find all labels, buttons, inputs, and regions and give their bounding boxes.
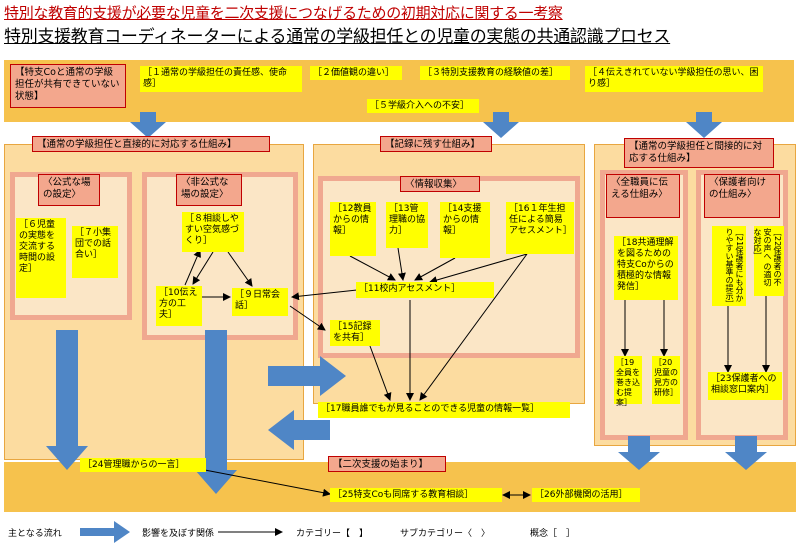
concept-22: ［22保護者の不安の声へ の適切な対応］: [753, 226, 784, 296]
legend-main-flow: 主となる流れ: [8, 529, 62, 539]
legend-category: カテゴリー【 】: [296, 529, 369, 539]
concept-23: ［23保護者への相談窓口案内］: [708, 372, 782, 400]
category-records: 【記録に残す仕組み】: [380, 136, 492, 152]
influence-13-to-11: [397, 247, 406, 281]
concept-13: ［13管理職の協力］: [386, 202, 428, 248]
concept-20: ［20児童の見方の研修］: [652, 356, 680, 404]
concept-19: ［19全員を巻き込む提案］: [614, 356, 642, 407]
legend-concept: 概念［ ］: [530, 529, 576, 539]
subcategory-all-staff: 〈全職員に伝える仕組み〉: [606, 174, 680, 218]
category-secondary-support: 【二次支援の始まり】: [328, 456, 446, 472]
flow-arrow-left-down-2: [195, 330, 237, 494]
concept-14: ［14支援からの情報］: [440, 202, 490, 258]
category-direct: 【通常の学級担任と直接的に対応する仕組み】: [32, 136, 270, 152]
main-flow-arrows: [46, 112, 767, 494]
concept-17: ［17職員誰でもが見ることのできる児童の情報一覧］: [318, 402, 570, 418]
concept-3: ［３特別支援教育の経験値の差］: [420, 66, 570, 80]
concept-21: ［21保護者にも分かりやすい基準の提示］: [712, 226, 746, 308]
influence-16-to-17: [419, 253, 528, 401]
concept-12: ［12教員からの情報］: [330, 202, 376, 256]
flow-arrow-top-left: [130, 112, 166, 138]
influence-15-to-17: [369, 345, 392, 401]
concept-1: ［１通常の学級担任の責任感、使命感］: [140, 66, 302, 92]
concept-24: ［24管理職からの一言］: [80, 458, 206, 472]
concept-10: ［10伝え方の工夫］: [156, 286, 202, 326]
flow-arrow-right-down-1: [618, 436, 660, 470]
legend-influence: 影響を及ぼす関係: [142, 529, 215, 539]
influence-9-to-15: [289, 305, 326, 331]
legend-graphics: [80, 521, 283, 543]
subcategory-info-collection: 〈情報収集〉: [400, 176, 480, 192]
concept-2: ［２価値観の違い］: [310, 66, 402, 80]
category-indirect: 【通常の学級担任と間接的に対応する仕組み】: [624, 138, 774, 168]
concept-16: ［16１年生担任による簡易アセスメント］: [506, 202, 574, 254]
influence-12-to-11: [349, 255, 396, 281]
subcategory-informal: 〈非公式な場の設定〉: [176, 174, 242, 206]
title-line-2: 特別支援教育コーディネーターによる通常の学級担任との児童の実態の共通認識プロセス: [4, 27, 671, 47]
influence-16-to-11: [429, 253, 528, 284]
concept-4: ［４伝えきれていない学級担任の思い、困り感］: [585, 66, 763, 92]
flow-arrow-right-down-2: [725, 436, 767, 470]
subcategory-formal: 〈公式な場の設定〉: [38, 174, 100, 206]
flow-arrow-top-right: [686, 112, 722, 138]
influence-14-to-11: [414, 257, 456, 281]
influence-11-to-9: [291, 289, 358, 301]
flow-arrow-from-17: [268, 410, 330, 450]
influence-10-to-8: [184, 249, 201, 286]
flow-arrow-to-17: [268, 356, 346, 396]
concept-26: ［26外部機関の活用］: [532, 488, 640, 502]
concept-7: ［７小集団での話合い］: [72, 226, 118, 278]
category-not-shared: 【特支Coと通常の学級担任が共有できていない状態】: [10, 64, 126, 108]
influence-24-to-25: [183, 465, 331, 497]
concept-11: ［11校内アセスメント］: [356, 282, 494, 298]
concept-25: ［25特支Coも同席する教育相談］: [330, 488, 502, 502]
influence-8-to-10: [192, 251, 214, 285]
flow-arrow-left-down-1: [46, 330, 88, 470]
concept-5: ［５学級介入への不安］: [367, 99, 479, 113]
title-line-1: 特別な教育的支援が必要な児童を二次支援につなげるための初期対応に関する一考察: [4, 4, 563, 22]
legend-subcategory: サブカテゴリー〈 〉: [400, 529, 491, 539]
concept-9: ［９日常会話］: [232, 288, 288, 316]
concept-8: ［８相談しやすい空気感づくり］: [182, 212, 244, 252]
subcategory-parents: 〈保護者向けの仕組み〉: [704, 174, 780, 218]
influence-8-to-9: [227, 251, 253, 287]
influence-arrows: [183, 247, 770, 499]
concept-6: ［６児童の実態を交流する時間の設定］: [16, 218, 66, 298]
concept-15: ［15記録を共有］: [330, 320, 380, 346]
flow-arrow-top-middle: [483, 112, 519, 138]
legend-flow-arrow: [80, 521, 130, 543]
concept-18: ［18共通理解を図るための特支Coからの積極的な情報発信］: [614, 236, 678, 300]
